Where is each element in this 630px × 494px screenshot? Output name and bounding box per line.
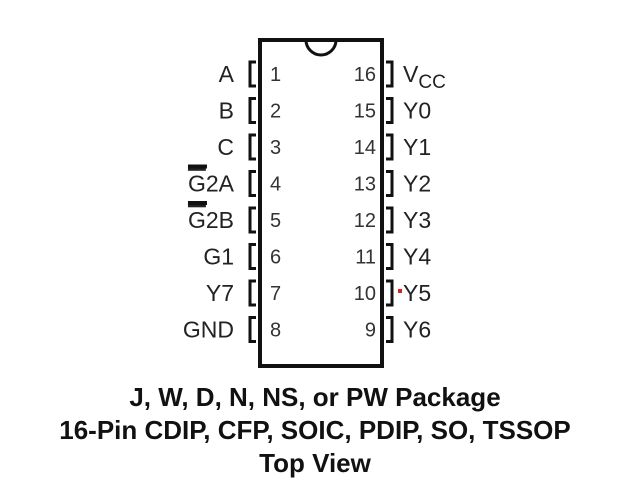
pin-stub-right xyxy=(386,316,394,343)
pin-number: 12 xyxy=(354,210,376,232)
pin-number: 4 xyxy=(270,174,281,196)
pin-stub-right xyxy=(386,243,394,270)
pin-name: GND xyxy=(183,317,234,343)
pin-name: B xyxy=(219,98,234,124)
pin-name: Y4 xyxy=(403,244,431,270)
pin-number: 14 xyxy=(354,137,376,159)
pin-number: 11 xyxy=(355,247,376,269)
left-pin-column: 1 A 2 B 3 C 4 G2A 5 G2B 6 G1 7 Y7 8 GND xyxy=(183,60,281,343)
pin-stub-left xyxy=(248,279,256,307)
active-low-bar xyxy=(187,201,207,205)
pin-stub-left xyxy=(248,316,256,343)
active-low-bar xyxy=(187,164,207,169)
pin-stub-right xyxy=(386,206,394,234)
pin-stub-left xyxy=(248,243,256,270)
pin-name: Y7 xyxy=(206,280,234,306)
package-caption-line2: 16-Pin CDIP, CFP, SOIC, PDIP, SO, TSSOP xyxy=(59,415,571,445)
pin-number: 16 xyxy=(354,64,376,86)
pin1-notch xyxy=(304,39,338,57)
pin-name: C xyxy=(217,134,234,160)
pin-name: A xyxy=(219,61,235,87)
active-low-label: G xyxy=(188,171,206,197)
pin-name: G1 xyxy=(203,244,234,270)
pin-number: 13 xyxy=(354,174,376,196)
active-low-label: G xyxy=(188,207,206,233)
pin-stub-left xyxy=(248,133,256,161)
pin10-marker xyxy=(398,289,402,293)
pin-number: 6 xyxy=(270,247,281,269)
ic-body xyxy=(258,38,384,368)
pin-stub-right xyxy=(386,279,394,307)
pin-number: 10 xyxy=(354,283,376,305)
pinout-diagram: 1 A 2 B 3 C 4 G2A 5 G2B 6 G1 7 Y7 8 GND 16 VCC 15 Y0 14 Y1 13… xyxy=(183,38,446,368)
pin-name: Y6 xyxy=(403,317,431,343)
pin-name: Y0 xyxy=(403,98,431,124)
pin-number: 5 xyxy=(270,210,281,232)
pin-name: VCC xyxy=(403,61,446,93)
pin-stub-right xyxy=(386,133,394,161)
pin-name: G2B xyxy=(188,207,234,233)
pin-number: 1 xyxy=(270,64,281,86)
pin-stub-right xyxy=(386,60,394,88)
pin-name: Y3 xyxy=(403,207,431,233)
package-caption-line3: Top View xyxy=(259,448,371,478)
pin-stub-left xyxy=(248,97,256,124)
pin-number: 8 xyxy=(270,320,281,342)
pin-stub-left xyxy=(248,60,256,88)
pin-name-subscript: CC xyxy=(418,72,445,93)
right-pin-column: 16 VCC 15 Y0 14 Y1 13 Y2 12 Y3 11 Y4 10 Y5 9 Y6 xyxy=(354,60,446,343)
pin-number: 2 xyxy=(270,101,281,123)
pin-number: 7 xyxy=(270,283,281,305)
pin-stub-right xyxy=(386,170,394,197)
package-caption-line1: J, W, D, N, NS, or PW Package xyxy=(129,382,501,412)
pin-number: 9 xyxy=(365,320,376,342)
pin-name: G2A xyxy=(188,171,235,197)
pin-stub-left xyxy=(248,170,256,197)
pin-name: Y2 xyxy=(403,171,431,197)
pin-number: 15 xyxy=(354,101,376,123)
pin-stub-right xyxy=(386,97,394,124)
pin-number: 3 xyxy=(270,137,281,159)
pin-name: Y1 xyxy=(403,134,431,160)
pin-name: Y5 xyxy=(403,280,431,306)
pin-stub-left xyxy=(248,206,256,234)
